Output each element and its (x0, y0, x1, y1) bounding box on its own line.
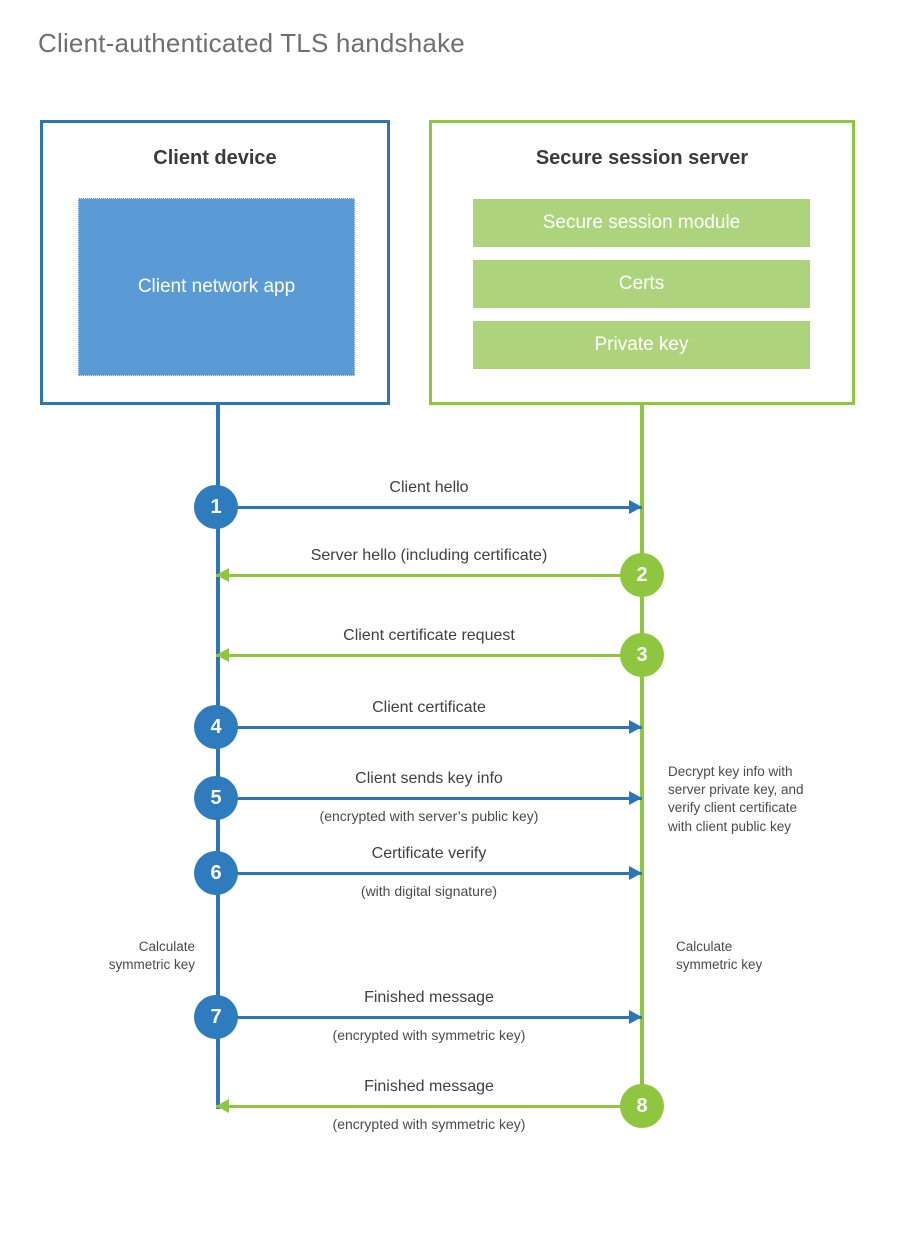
step-badge-2: 2 (620, 553, 664, 597)
arrow-head-icon (629, 500, 642, 514)
arrow-head-icon (629, 720, 642, 734)
page-title: Client-authenticated TLS handshake (38, 28, 465, 58)
step-badge-4: 4 (194, 705, 238, 749)
server-calculate-note-line-2: symmetric key (676, 957, 763, 973)
client-calculate-note-line-1: Calculate (138, 939, 195, 954)
step-badge-5: 5 (194, 776, 238, 820)
server-decrypt-note-line-2: server private key, and (668, 782, 804, 798)
step-badge-6: 6 (194, 851, 238, 895)
server-decrypt-note-line-4: with client public key (668, 818, 792, 834)
message-sublabel: (with digital signature) (360, 883, 498, 899)
server-calculate-note-line-1: Calculate (676, 939, 733, 954)
server-component-secure-session-module: Secure session module (473, 199, 810, 247)
client-calculate-symmetric-key-note: Calculate symmetric key (40, 938, 195, 974)
server-decrypt-note-line-1: Decrypt key info with (668, 764, 793, 779)
arrow-head-icon (629, 791, 642, 805)
arrow-shaft (216, 726, 642, 729)
server-lifeline (640, 403, 644, 1109)
message-label: Client certificate request (343, 627, 515, 644)
message-sublabel: (encrypted with symmetric key) (332, 1116, 526, 1132)
arrow-shaft (216, 1105, 642, 1108)
client-device-box: Client device Client network app (40, 120, 390, 405)
arrow-head-icon (216, 648, 229, 662)
client-device-title: Client device (153, 147, 277, 169)
message-sublabel: (encrypted with server’s public key) (319, 808, 539, 824)
arrow-shaft (216, 574, 642, 577)
step-badge-7: 7 (194, 995, 238, 1039)
message-label: Server hello (including certificate) (310, 547, 548, 564)
server-calculate-symmetric-key-note: Calculate symmetric key (676, 938, 841, 974)
server-component-private-key: Private key (473, 321, 810, 369)
server-components-list: Secure session module Certs Private key (473, 199, 810, 369)
arrow-head-icon (629, 1010, 642, 1024)
server-component-certs: Certs (473, 260, 810, 308)
step-badge-1: 1 (194, 485, 238, 529)
message-label: Certificate verify (371, 845, 487, 862)
message-label: Finished message (364, 1078, 494, 1095)
client-lifeline (216, 403, 220, 1109)
step-badge-8: 8 (620, 1084, 664, 1128)
arrow-head-icon (216, 1099, 229, 1113)
secure-session-server-box: Secure session server Secure session mod… (429, 120, 855, 405)
step-badge-3: 3 (620, 633, 664, 677)
message-label: Client certificate (372, 699, 486, 716)
message-label: Client sends key info (355, 770, 503, 787)
client-calculate-note-line-2: symmetric key (108, 957, 195, 973)
arrow-shaft (216, 506, 642, 509)
arrow-shaft (216, 797, 642, 800)
message-label: Finished message (364, 989, 494, 1006)
arrow-head-icon (216, 568, 229, 582)
arrow-shaft (216, 1016, 642, 1019)
message-label: Client hello (389, 479, 469, 496)
client-network-app-block: Client network app (78, 198, 355, 376)
client-network-app-label: Client network app (137, 276, 296, 298)
arrow-shaft (216, 654, 642, 657)
server-decrypt-note: Decrypt key info with server private key… (668, 763, 843, 836)
message-sublabel: (encrypted with symmetric key) (332, 1027, 526, 1043)
server-decrypt-note-line-3: verify client certificate (668, 800, 798, 816)
arrow-shaft (216, 872, 642, 875)
secure-session-server-title: Secure session server (535, 147, 749, 169)
arrow-head-icon (629, 866, 642, 880)
